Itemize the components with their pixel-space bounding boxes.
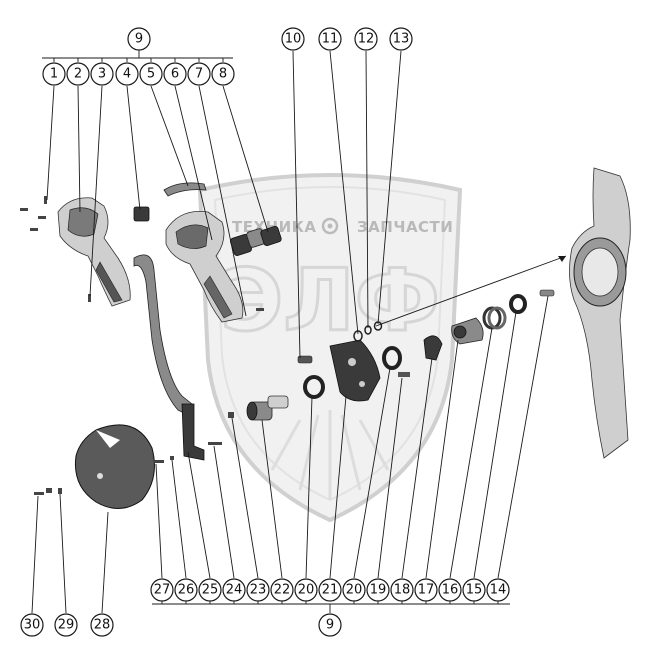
callout-17: 17	[414, 578, 438, 602]
callout-26: 26	[174, 578, 198, 602]
callout-29: 29	[54, 613, 78, 637]
svg-text:8: 8	[219, 67, 227, 82]
callout-23: 23	[246, 578, 270, 602]
callout-18: 18	[390, 578, 414, 602]
svg-text:26: 26	[178, 583, 195, 598]
callout-11: 11	[318, 27, 342, 51]
callout-15: 15	[462, 578, 486, 602]
callout-2: 2	[66, 62, 90, 86]
svg-text:23: 23	[250, 583, 267, 598]
curved-strip-part	[163, 182, 207, 197]
svg-text:18: 18	[394, 583, 411, 598]
svg-text:19: 19	[370, 583, 387, 598]
callout-28: 28	[90, 613, 114, 637]
cam-part	[451, 317, 484, 345]
svg-text:5: 5	[147, 67, 155, 82]
callout-21: 21	[318, 578, 342, 602]
callout-20-a: 20	[294, 578, 318, 602]
washer-part-b	[382, 346, 402, 370]
svg-text:20: 20	[346, 583, 363, 598]
watermark-logo-letters: ЭЛФ	[220, 251, 440, 351]
callout-27: 27	[150, 578, 174, 602]
callout-14: 14	[486, 578, 510, 602]
svg-text:22: 22	[274, 583, 291, 598]
bracket-part	[181, 403, 205, 461]
svg-text:17: 17	[418, 583, 435, 598]
svg-text:14: 14	[490, 583, 507, 598]
callouts: 9 1 2 3 4 5 6 7 8 10 11 12 13 27 26 25 2…	[20, 27, 510, 637]
svg-text:16: 16	[442, 583, 459, 598]
plate-part	[329, 339, 381, 402]
leader-lines	[31, 50, 549, 614]
svg-text:20: 20	[298, 583, 315, 598]
callout-1: 1	[42, 62, 66, 86]
lever-part	[423, 335, 443, 361]
housing-part	[569, 167, 631, 459]
callout-10: 10	[281, 27, 305, 51]
callout-22: 22	[270, 578, 294, 602]
svg-text:21: 21	[322, 583, 339, 598]
svg-text:7: 7	[195, 67, 203, 82]
callout-3: 3	[90, 62, 114, 86]
svg-text:29: 29	[58, 618, 75, 633]
callout-25: 25	[198, 578, 222, 602]
callout-13: 13	[389, 27, 413, 51]
trigger-button-part	[230, 225, 282, 256]
svg-text:24: 24	[226, 583, 243, 598]
svg-text:6: 6	[171, 67, 179, 82]
callout-4: 4	[115, 62, 139, 86]
washer-part-a	[303, 375, 325, 399]
callout-9-bottom: 9	[318, 613, 342, 637]
callout-8: 8	[211, 62, 235, 86]
callout-7: 7	[187, 62, 211, 86]
callout-16: 16	[438, 578, 462, 602]
callout-12: 12	[354, 27, 378, 51]
svg-text:12: 12	[358, 32, 375, 47]
watermark-brand-right: ЗАПЧАСТИ	[357, 218, 453, 236]
spring-part	[482, 306, 507, 330]
svg-text:2: 2	[74, 67, 82, 82]
svg-text:27: 27	[154, 583, 171, 598]
callout-9-top: 9	[127, 27, 151, 51]
screw-set-left	[20, 196, 47, 231]
callout-19: 19	[366, 578, 390, 602]
callout-24: 24	[222, 578, 246, 602]
svg-text:13: 13	[393, 32, 410, 47]
callout-30: 30	[20, 613, 44, 637]
svg-text:3: 3	[98, 67, 106, 82]
callout-20-b: 20	[342, 578, 366, 602]
svg-text:30: 30	[24, 618, 41, 633]
gear-icon	[321, 217, 339, 235]
callout-5: 5	[139, 62, 163, 86]
pulley-part	[246, 395, 289, 421]
svg-text:4: 4	[123, 67, 131, 82]
cover-part	[74, 424, 155, 509]
rod-part	[133, 254, 193, 417]
nut-part	[133, 206, 150, 222]
svg-text:1: 1	[50, 67, 58, 82]
svg-text:28: 28	[94, 618, 111, 633]
svg-text:10: 10	[285, 32, 302, 47]
parts	[20, 167, 631, 509]
svg-text:25: 25	[202, 583, 219, 598]
svg-text:9: 9	[135, 32, 143, 47]
svg-text:11: 11	[322, 32, 339, 47]
svg-text:9: 9	[326, 618, 334, 633]
callout-6: 6	[163, 62, 187, 86]
svg-text:15: 15	[466, 583, 483, 598]
